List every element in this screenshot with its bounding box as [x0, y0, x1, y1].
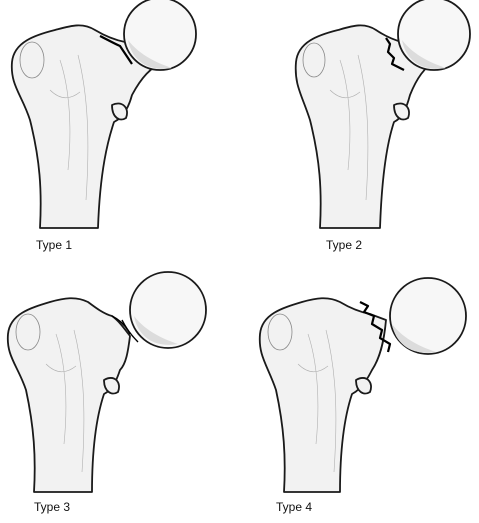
femur-illustration-type-3	[0, 262, 240, 492]
panel-type-4: Type 4	[240, 262, 479, 523]
panel-caption: Type 2	[326, 238, 362, 252]
panel-caption: Type 3	[34, 500, 70, 514]
panel-type-3: Type 3	[0, 262, 240, 523]
panel-caption: Type 1	[36, 238, 72, 252]
panel-caption: Type 4	[276, 500, 312, 514]
femur-illustration-type-1	[0, 0, 240, 230]
panel-type-1: Type 1	[0, 0, 240, 262]
femur-illustration-type-2	[290, 0, 479, 230]
femur-illustration-type-4	[240, 262, 479, 492]
panel-type-2: Type 2	[290, 0, 479, 262]
